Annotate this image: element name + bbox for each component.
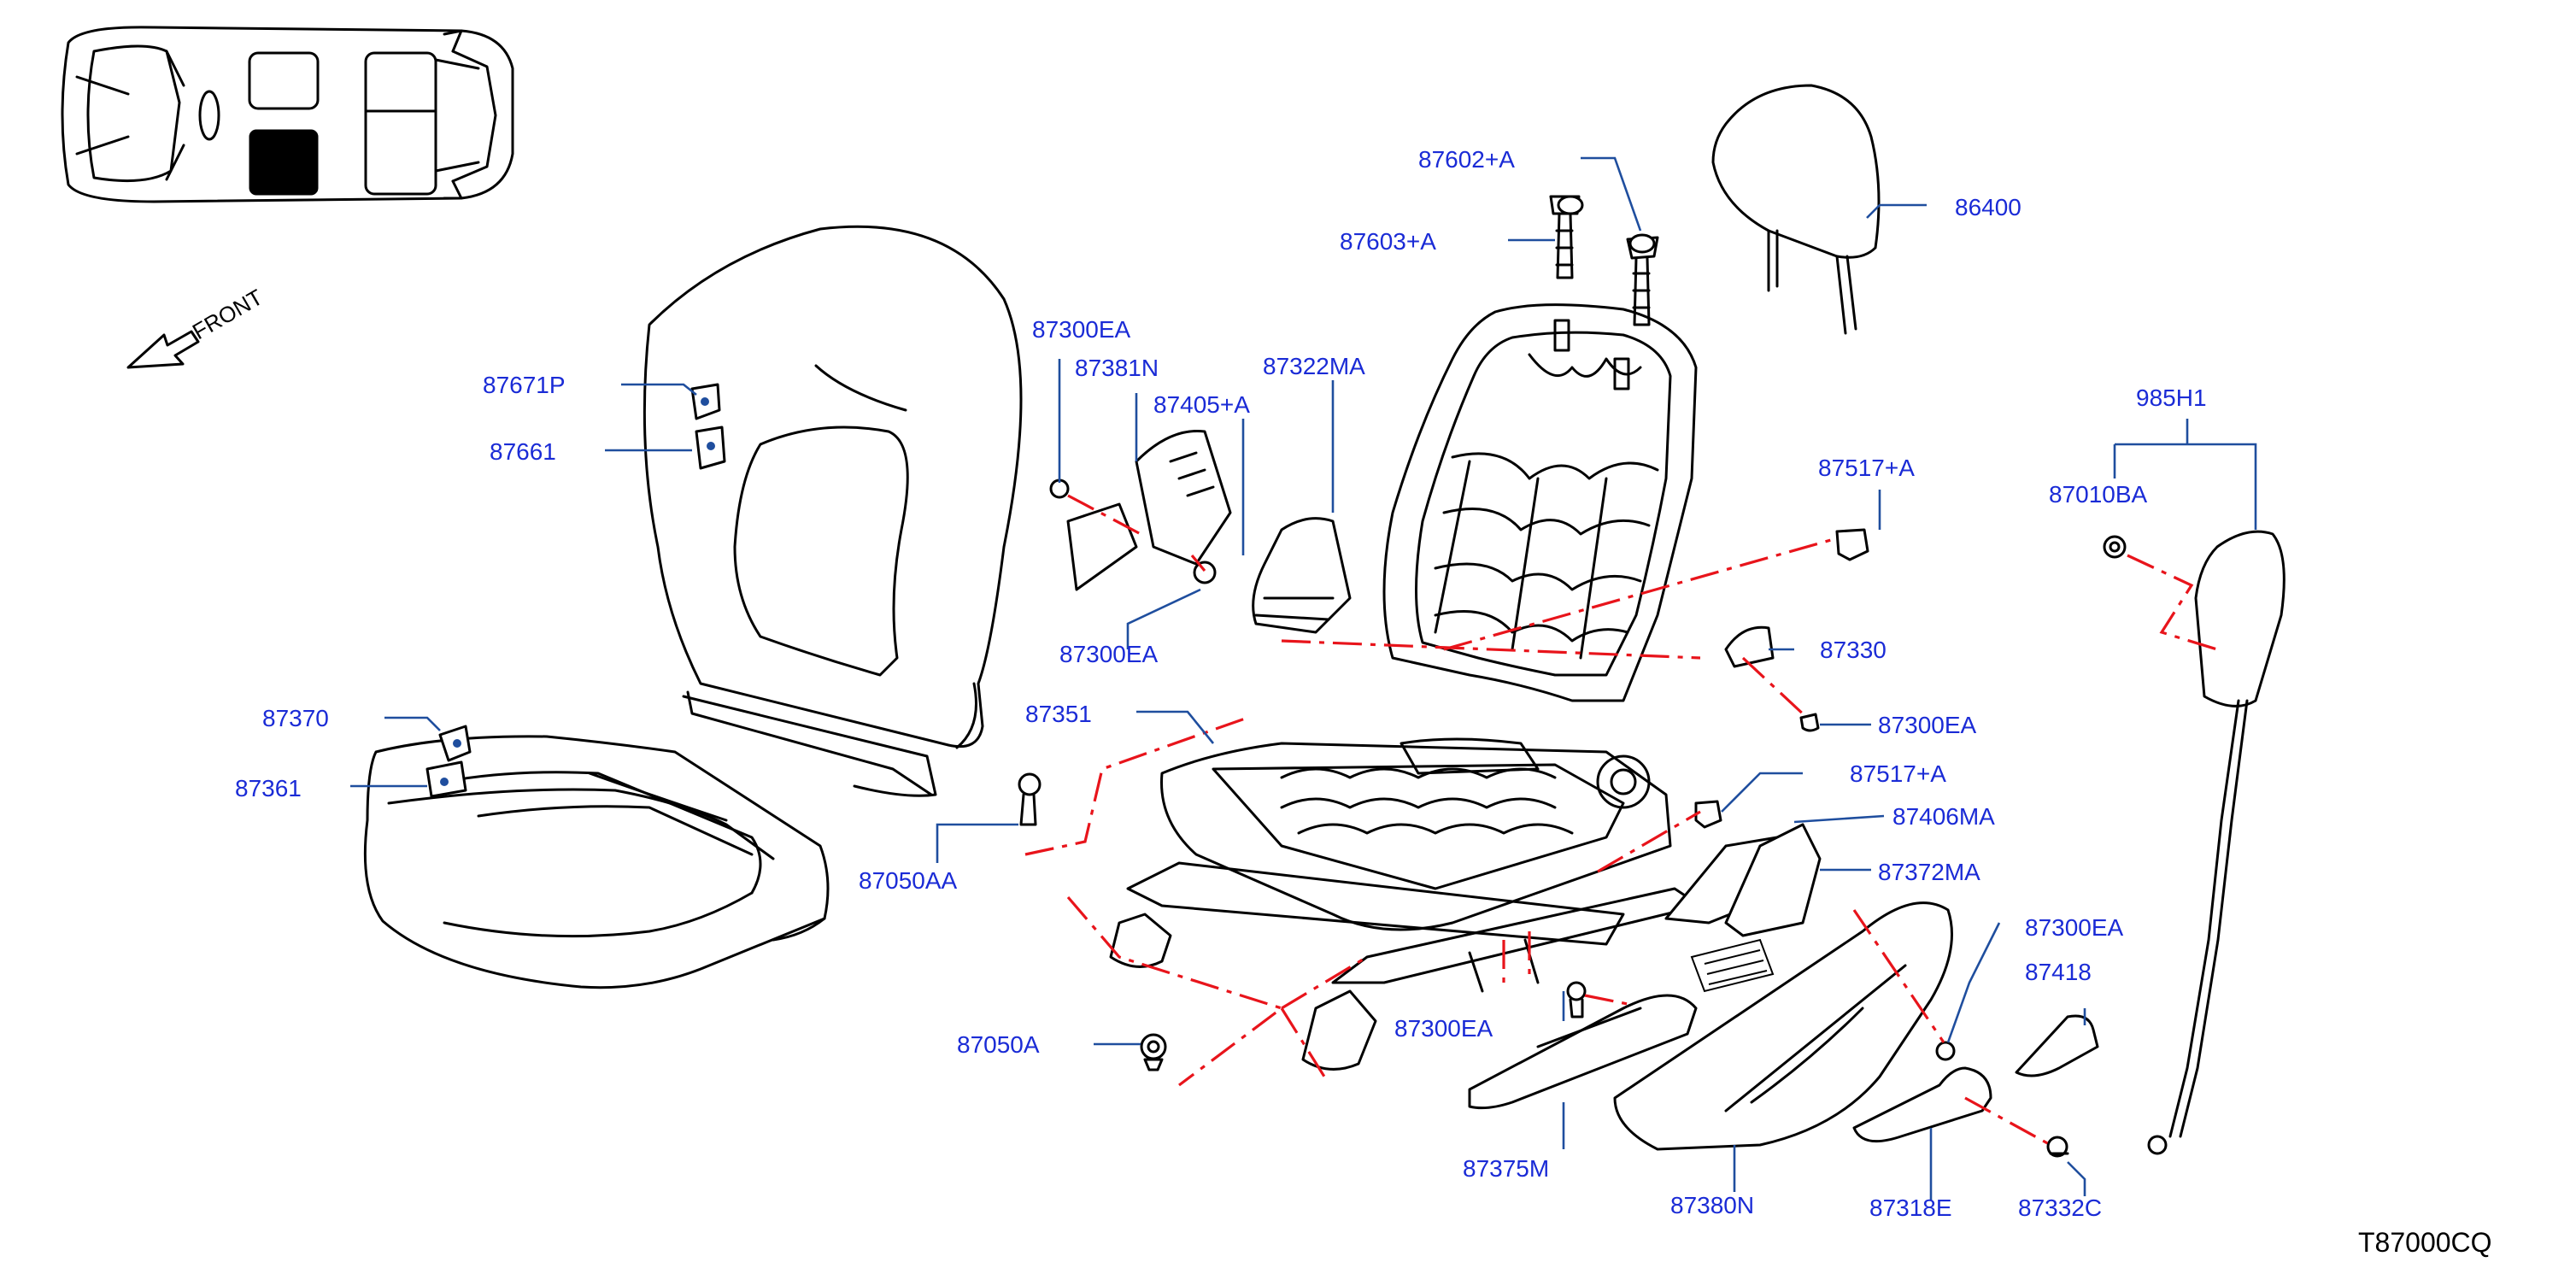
grommet-87300EA-bottom-icon (1566, 981, 1587, 1019)
nut-87050A-icon (1140, 1033, 1167, 1071)
callout-87300EA-partial: 87300EA (1059, 641, 1159, 667)
callout-87671P: 87671P (483, 372, 566, 398)
trim-87375M-icon (1468, 994, 1698, 1110)
alignment-lines (1024, 494, 2218, 1147)
callout-87372MA: 87372MA (1878, 859, 1980, 885)
clip-87517A-mid-icon (1694, 800, 1722, 829)
tag-87361-icon (425, 760, 467, 798)
callout-87661: 87661 (490, 438, 556, 465)
callout-87380N: 87380N (1670, 1192, 1754, 1218)
callout-87300EA-bottom: 87300EA (1394, 1015, 1493, 1042)
callouts: 87671P 87661 87370 87361 87300EA 87381N … (235, 146, 2207, 1221)
seatback-frame-icon (1382, 303, 1698, 702)
seatback-cushion-icon (643, 225, 1023, 797)
callout-87332C: 87332C (2018, 1195, 2102, 1221)
side-cover-87380N-icon (1613, 901, 1953, 1151)
lever-87318E-icon (1852, 1066, 1992, 1143)
clip-87330-icon (1724, 625, 1775, 668)
callout-87381N: 87381N (1075, 355, 1159, 381)
callout-87300EA-top: 87300EA (1032, 316, 1131, 343)
cover-87322MA-icon (1252, 517, 1352, 634)
callout-87405A: 87405+A (1153, 391, 1250, 418)
callout-985H1: 985H1 (2136, 385, 2207, 411)
callout-87602A: 87602+A (1418, 146, 1515, 173)
vehicle-locator-icon (61, 26, 514, 203)
callout-87517A-top: 87517+A (1818, 455, 1915, 481)
highlighted-seat-icon (249, 129, 319, 196)
tag-87671P-icon (690, 383, 721, 420)
bolt-87602A-icon (1557, 195, 1584, 215)
seat-cushion-frame-icon (1109, 737, 1702, 1071)
callout-87318E: 87318E (1869, 1195, 1952, 1221)
cover-87372MA-icon (1690, 823, 1822, 993)
bolt-87050AA-icon (1018, 772, 1042, 826)
side-airbag-module-icon (2147, 530, 2286, 1155)
front-label: FRONT (188, 284, 267, 344)
bracket-87300EA-left-icon (1049, 478, 1217, 591)
callout-87050A: 87050A (957, 1031, 1040, 1058)
callout-87370: 87370 (262, 705, 329, 731)
tag-87370-icon (438, 725, 472, 762)
bolt-87603A-icon (1628, 233, 1656, 254)
callout-87418: 87418 (2025, 959, 2092, 985)
headrest-icon (1711, 84, 1881, 335)
grommet-87300EA-right-icon (1799, 713, 1820, 732)
callout-87517A-mid: 87517+A (1850, 760, 1946, 787)
bracket-87381N-icon (1135, 429, 1232, 566)
callout-87361: 87361 (235, 775, 302, 801)
diagram-code: T87000CQ (2358, 1227, 2492, 1258)
clip-87517A-top-icon (1835, 528, 1869, 561)
callout-87375M: 87375M (1463, 1155, 1549, 1182)
callout-87351: 87351 (1025, 701, 1092, 727)
knob-87418-icon (2015, 1014, 2099, 1077)
screw-87332C-icon (2046, 1136, 2069, 1158)
nut-87010BA-icon (2103, 535, 2127, 559)
callout-87300EA-right: 87300EA (1878, 712, 1977, 738)
callout-87010BA: 87010BA (2049, 481, 2148, 508)
callout-86400: 86400 (1955, 194, 2021, 220)
callout-87406MA: 87406MA (1892, 803, 1995, 830)
callout-87603A: 87603+A (1340, 228, 1436, 255)
tag-87661-icon (695, 426, 726, 470)
grommet-87300EA-far-icon (1935, 1041, 1956, 1061)
callout-87330: 87330 (1820, 637, 1887, 663)
callout-87300EA-far: 87300EA (2025, 914, 2124, 941)
seat-cushion-icon (363, 735, 830, 989)
front-direction-indicator: FRONT (126, 284, 267, 369)
leader-lines (350, 156, 2257, 1200)
callout-87050AA: 87050AA (859, 867, 958, 894)
callout-87322MA: 87322MA (1263, 353, 1365, 379)
